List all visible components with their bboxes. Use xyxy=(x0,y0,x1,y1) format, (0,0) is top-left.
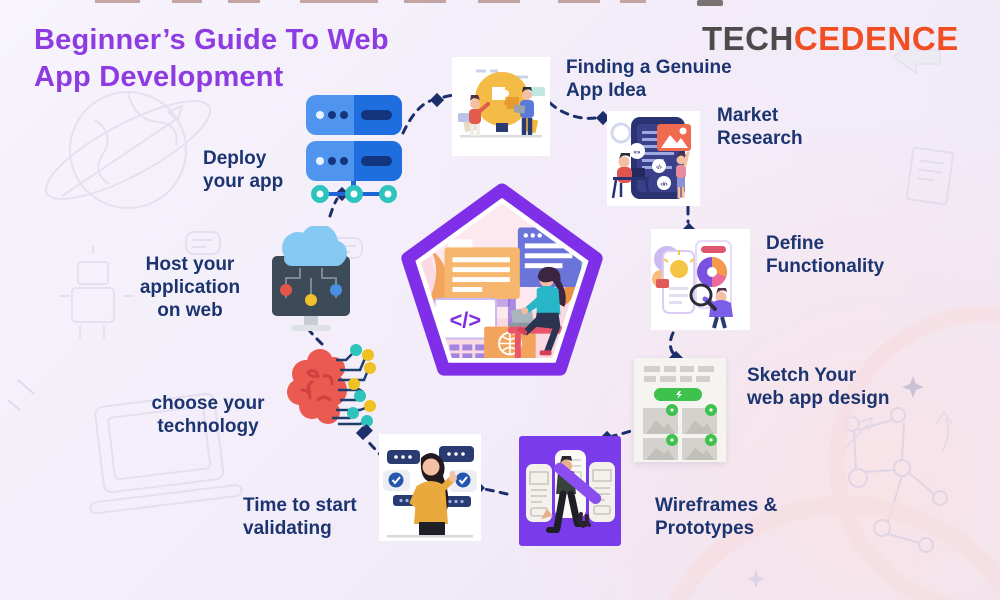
orange-browser-window xyxy=(444,239,520,299)
designer-person xyxy=(541,456,602,533)
idea-bulb-puzzle-icon xyxy=(452,57,550,156)
market-research-icon: «» ‹/› ‹#› xyxy=(607,111,700,206)
center-pentagon-illustration: </> www xyxy=(393,181,611,393)
image-placeholders xyxy=(643,408,717,460)
svg-text:‹#›: ‹#› xyxy=(660,182,667,188)
step-label-deploy-app: Deploy your app xyxy=(203,148,284,193)
www-label: www xyxy=(493,355,527,371)
step-label-market-research: Market Research xyxy=(717,105,803,150)
step-label-sketch-design: Sketch Your web app design xyxy=(747,365,890,410)
code-sign: </> xyxy=(433,297,498,340)
logo-tech-text: TECH xyxy=(702,20,794,57)
step-label-choose-technology: choose your technology xyxy=(151,393,265,438)
svg-text:‹/›: ‹/› xyxy=(656,165,662,171)
validation-woman-icon xyxy=(379,434,481,541)
circuit-dots xyxy=(347,344,376,427)
cloud-hosting-icon xyxy=(266,226,356,338)
step-label-wireframes-prototypes: Wireframes & Prototypes xyxy=(655,495,778,540)
step-label-finding-app-idea: Finding a Genuine App Idea xyxy=(566,57,732,102)
cloud xyxy=(282,226,347,266)
techcedence-logo: TECHCEDENCE xyxy=(702,20,959,58)
define-functionality-icon xyxy=(651,229,750,330)
logo-cedence-text: CEDENCE xyxy=(793,20,959,57)
wireframes-prototypes-icon xyxy=(519,436,621,546)
pie-chart xyxy=(697,257,727,287)
analyst-person xyxy=(689,283,733,329)
server-unit-1 xyxy=(306,95,402,135)
person-right xyxy=(513,87,534,135)
sketch-design-icon xyxy=(634,358,726,462)
image-card xyxy=(657,124,691,151)
svg-text:«»: «» xyxy=(634,150,641,156)
person-standing xyxy=(676,151,690,198)
code-glyph: </> xyxy=(450,308,482,333)
green-badges xyxy=(666,404,717,446)
thumbs-up-woman xyxy=(409,453,457,536)
server-unit-2 xyxy=(306,141,402,181)
developer-woman xyxy=(517,266,566,356)
step-label-define-functionality: Define Functionality xyxy=(766,233,885,278)
page-title: Beginner’s Guide To Web App Development xyxy=(34,24,389,94)
brain-circuit-icon xyxy=(278,338,396,440)
cropped-text-remnant xyxy=(697,0,723,6)
person-left xyxy=(469,95,490,136)
server-network-icon xyxy=(298,93,410,205)
chat-bubbles xyxy=(383,446,477,507)
step-label-time-to-validate: Time to start validating xyxy=(243,495,357,540)
plant-left xyxy=(428,249,449,305)
step-label-host-application: Host your application on web xyxy=(139,254,241,322)
network-nodes xyxy=(311,181,397,203)
person-at-desk xyxy=(611,153,651,199)
